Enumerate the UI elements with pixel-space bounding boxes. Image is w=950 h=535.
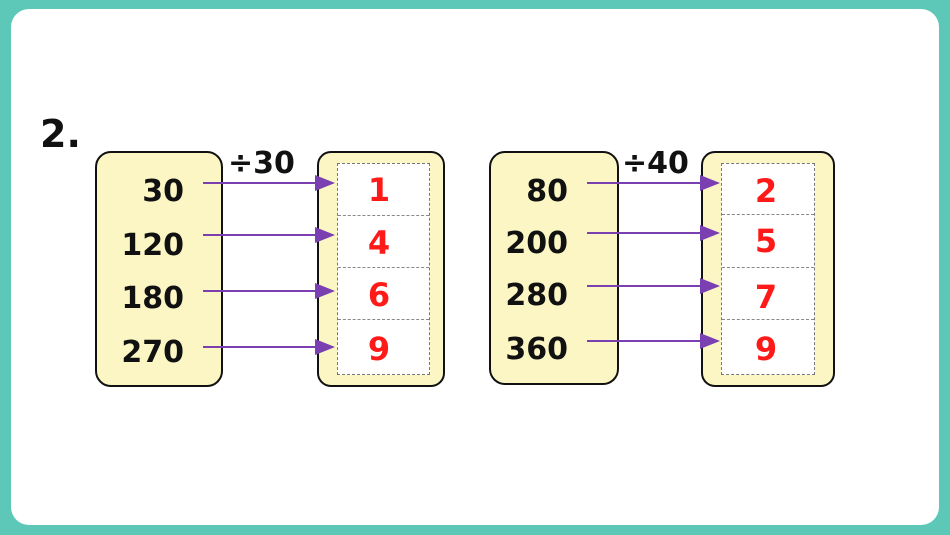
operator-label: ÷30 [228, 146, 295, 181]
answer-value: 7 [754, 278, 778, 316]
answer-grid [721, 163, 815, 375]
input-value: 200 [505, 226, 568, 261]
operator-label: ÷40 [622, 146, 689, 181]
input-value: 280 [505, 278, 568, 313]
input-value: 180 [121, 281, 184, 316]
input-box-2 [489, 151, 619, 385]
output-box-2 [701, 151, 835, 387]
answer-value: 5 [754, 222, 778, 260]
input-value: 30 [142, 174, 184, 209]
input-value: 270 [121, 335, 184, 370]
input-value: 120 [121, 228, 184, 263]
answer-value: 4 [367, 224, 391, 262]
answer-grid [337, 163, 430, 375]
answer-value: 9 [367, 330, 391, 368]
output-box-1 [317, 151, 445, 387]
answer-value: 6 [367, 276, 391, 314]
answer-value: 2 [754, 172, 778, 210]
answer-value: 1 [367, 171, 391, 209]
input-value: 80 [526, 174, 568, 209]
input-value: 360 [505, 332, 568, 367]
input-box-1 [95, 151, 223, 387]
answer-value: 9 [754, 330, 778, 368]
question-number: 2. [40, 112, 81, 156]
